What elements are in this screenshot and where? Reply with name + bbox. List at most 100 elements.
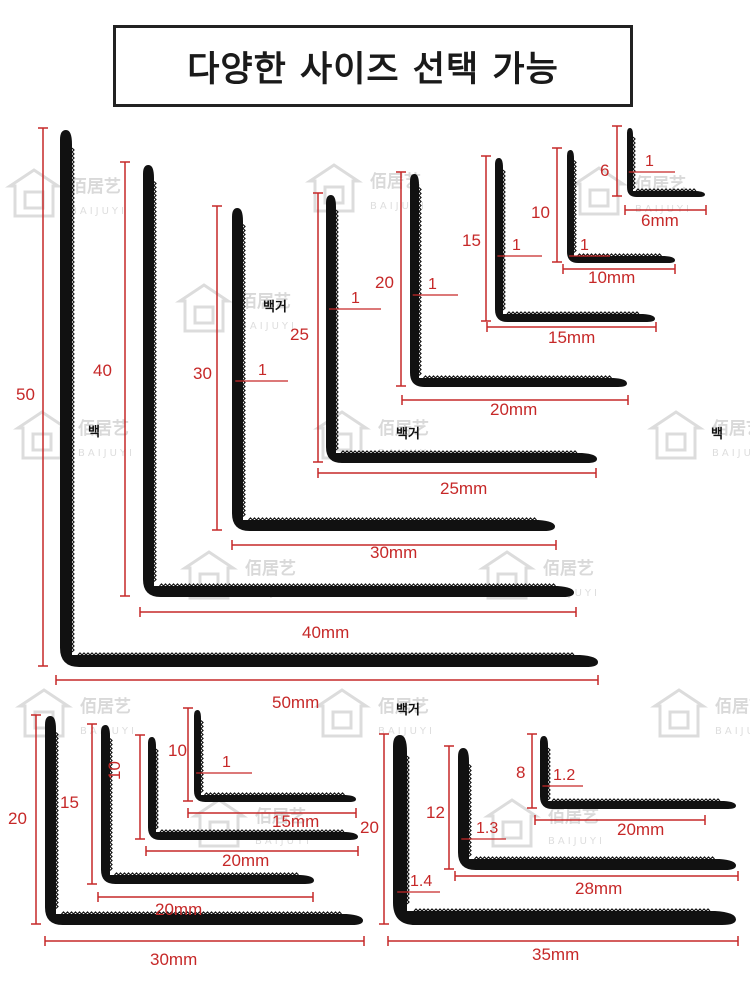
angle-profile-p10: 10 10mm 1: [531, 147, 676, 287]
watermark-brand-en: BAIJUYI: [715, 726, 750, 737]
width-label: 10mm: [588, 268, 635, 287]
watermark-brand-cn: 佰居艺: [715, 696, 750, 717]
profile-serration: [547, 747, 721, 802]
watermark-brand-en: BAIJUYI: [240, 321, 297, 332]
height-label: 50: [16, 385, 35, 404]
stray-label: 백거: [396, 703, 420, 718]
watermark-logo: 佰居艺 BAIJUYI: [650, 688, 750, 738]
thickness-label: 1.2: [553, 767, 575, 784]
house-window-icon: [588, 188, 610, 208]
thickness-label: 1: [428, 276, 437, 293]
watermark-logo: 佰居艺 BAIJUYI: [313, 688, 435, 738]
watermark-brand-cn: 佰居艺: [543, 558, 594, 579]
thickness-label: 1: [222, 754, 231, 771]
angle-profile-p20: 20 20mm 1: [375, 171, 629, 419]
width-label: 20mm: [155, 900, 202, 919]
title-banner: 다양한 사이즈 선택 가능: [113, 25, 633, 107]
height-label: 15: [462, 231, 481, 250]
watermark-brand-cn: 佰居艺: [370, 171, 421, 192]
profile-serration: [406, 755, 711, 912]
width-label: 15mm: [548, 328, 595, 347]
watermark-brand-cn: 佰居艺: [70, 176, 121, 197]
thickness-label: 1: [351, 290, 360, 307]
watermark-logo: 佰居艺 BAIJUYI: [483, 798, 605, 848]
house-window-icon: [668, 710, 690, 730]
angle-profile-p25: 25 25mm 1: [290, 192, 597, 498]
height-label: 40: [93, 361, 112, 380]
height-label: 25: [290, 325, 309, 344]
house-window-icon: [331, 710, 353, 730]
profile-serration: [155, 748, 345, 833]
house-icon: [313, 688, 371, 738]
profile-serration: [418, 187, 612, 379]
house-icon: [190, 798, 248, 848]
house-window-icon: [665, 432, 687, 452]
watermark-logo: 佰居艺 BAIJUYI: [5, 168, 127, 218]
house-icon: [5, 168, 63, 218]
angle-profile-p15: 15 15mm 1: [462, 155, 657, 347]
width-label: 30mm: [150, 950, 197, 969]
watermark-logo: 佰居艺 BAIJUYI: [13, 410, 135, 460]
watermark-brand-cn: 佰居艺: [548, 806, 599, 827]
watermark-brand-cn: 佰居艺: [712, 418, 750, 439]
profile-serration: [200, 720, 345, 796]
watermark-brand-en: BAIJUYI: [712, 448, 750, 459]
watermark-brand-cn: 佰居艺: [78, 418, 129, 439]
thickness-label: 1: [512, 237, 521, 254]
width-label: 28mm: [575, 879, 622, 898]
watermark-logo: 佰居艺 BAIJUYI: [647, 410, 750, 460]
watermark-brand-cn: 佰居艺: [80, 696, 131, 717]
height-label: 10: [531, 203, 550, 222]
house-window-icon: [31, 432, 53, 452]
thickness-label: 1.4: [410, 873, 432, 890]
width-label: 30mm: [370, 543, 417, 562]
profile-serration: [573, 160, 662, 257]
height-label: 10: [168, 741, 187, 760]
width-label: 25mm: [440, 479, 487, 498]
house-window-icon: [501, 820, 523, 840]
height-label: 20: [375, 273, 394, 292]
watermark-brand-en: BAIJUYI: [378, 726, 435, 737]
height-label: 8: [516, 763, 525, 782]
width-label: 15mm: [272, 812, 319, 831]
house-icon: [305, 163, 363, 213]
thickness-label: 1: [580, 237, 589, 254]
angle-profile-c8: 8 20mm 1.2: [516, 733, 736, 839]
thickness-label: 1.3: [476, 820, 498, 837]
profile-serration: [55, 732, 342, 915]
angle-profile-c20: 20 35mm 1.4: [360, 733, 739, 964]
stray-label: 백거: [263, 300, 287, 315]
watermark-brand-cn: 佰居艺: [378, 418, 429, 439]
stray-label: 백거: [396, 427, 420, 442]
watermark-brand-cn: 佰居艺: [378, 696, 429, 717]
width-label: 6mm: [641, 211, 679, 230]
house-icon: [15, 688, 73, 738]
height-label: 10: [105, 761, 124, 780]
width-label: 20mm: [222, 851, 269, 870]
watermark-brand-en: BAIJUYI: [78, 448, 135, 459]
watermark-brand-en: BAIJUYI: [70, 206, 127, 217]
thickness-label: 1: [258, 362, 267, 379]
house-icon: [175, 283, 233, 333]
profile-serration: [632, 136, 697, 192]
height-label: 20: [8, 809, 27, 828]
width-label: 35mm: [532, 945, 579, 964]
house-window-icon: [23, 190, 45, 210]
angle-profile-b10s: 10 15mm 1: [168, 707, 357, 831]
page-title: 다양한 사이즈 선택 가능: [187, 49, 559, 90]
house-icon: [180, 550, 238, 600]
height-label: 20: [360, 818, 379, 837]
width-label: 20mm: [490, 400, 537, 419]
stray-label: 백: [88, 425, 100, 440]
width-label: 20mm: [617, 820, 664, 839]
watermark-brand-en: BAIJUYI: [548, 836, 605, 847]
